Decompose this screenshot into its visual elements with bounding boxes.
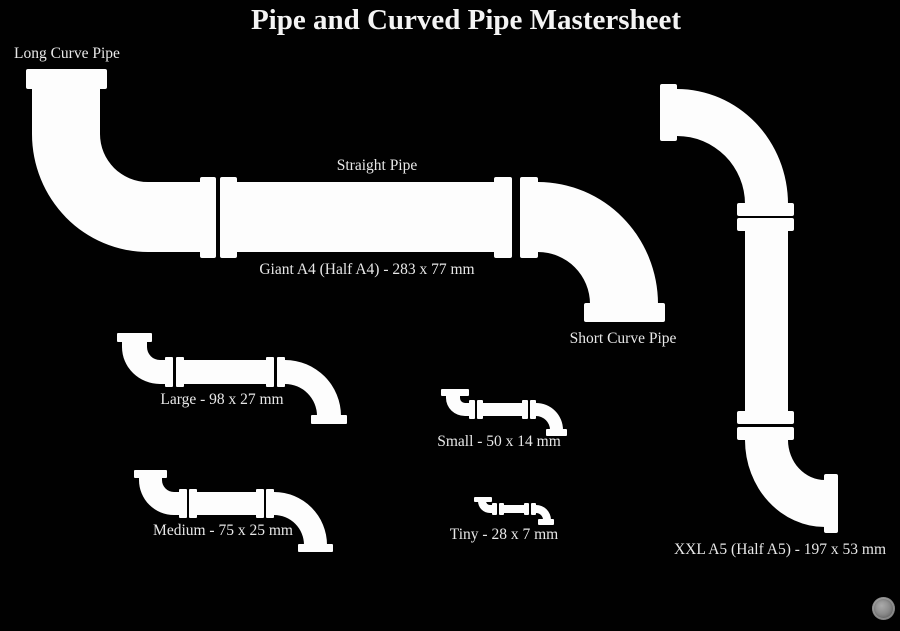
small-size-label: Small - 50 x 14 mm xyxy=(437,433,561,450)
xxl-size-label: XXL A5 (Half A5) - 197 x 53 mm xyxy=(673,541,887,558)
tiny-pipe-assembly-shape xyxy=(474,497,554,525)
medium-size-label: Medium - 75 x 25 mm xyxy=(153,522,293,539)
medium-pipe-assembly-shape xyxy=(134,470,333,552)
coin-seal-icon xyxy=(872,597,895,620)
long-curve-pipe-label: Long Curve Pipe xyxy=(14,45,120,62)
short-curve-pipe-label: Short Curve Pipe xyxy=(569,330,677,347)
large-size-label: Large - 98 x 27 mm xyxy=(160,391,284,408)
long-curve-pipe-shape xyxy=(26,69,216,258)
tiny-size-label: Tiny - 28 x 7 mm xyxy=(449,526,559,543)
xxl-a5-assembly-shape xyxy=(660,84,838,533)
giant-straight-pipe-shape xyxy=(220,177,512,258)
straight-pipe-label: Straight Pipe xyxy=(336,157,418,174)
small-pipe-assembly-shape xyxy=(441,389,567,436)
large-pipe-assembly-shape xyxy=(117,333,347,424)
page-title: Pipe and Curved Pipe Mastersheet xyxy=(250,4,682,36)
short-curve-pipe-shape xyxy=(520,177,665,322)
giant-size-label: Giant A4 (Half A4) - 283 x 77 mm xyxy=(259,261,475,278)
